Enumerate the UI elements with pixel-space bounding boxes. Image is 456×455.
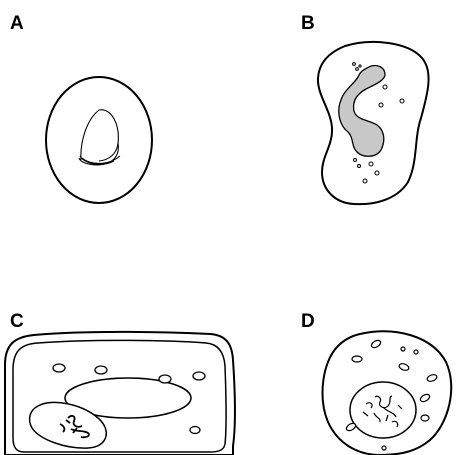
cell-b — [318, 42, 429, 204]
cell-a — [46, 77, 152, 203]
cell-d — [323, 331, 452, 455]
cell-a-membrane — [46, 77, 152, 203]
cell-c — [5, 332, 235, 455]
cell-d-nucleus — [350, 382, 416, 438]
